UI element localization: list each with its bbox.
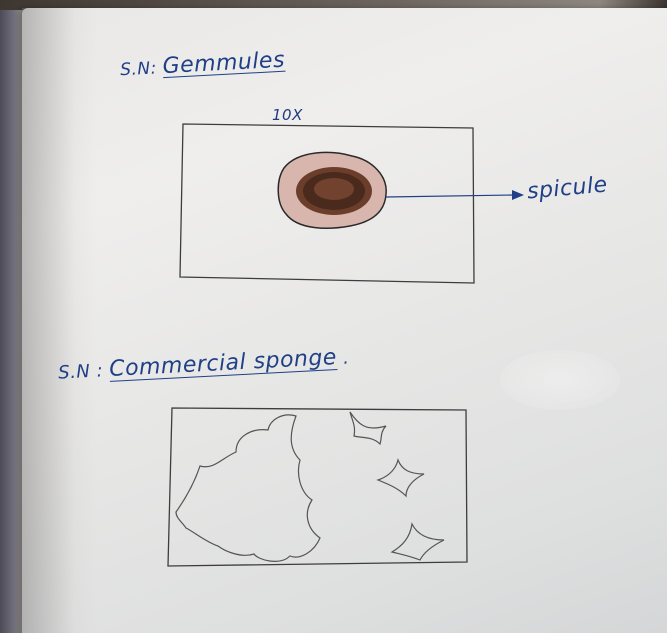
magnification-label: 10X <box>272 106 303 124</box>
specimen-2-trailing: . <box>342 347 350 369</box>
specimen-2-prefix: S.N : <box>57 360 104 384</box>
sponge-small-pore-2 <box>376 458 425 498</box>
notebook-spine <box>0 10 20 633</box>
gemmule-frame <box>179 123 475 284</box>
sponge-large-cavity <box>175 414 321 562</box>
arrow-pointer-icon <box>385 190 524 200</box>
page-curve-shadow <box>22 8 97 633</box>
sponge-small-pore-1 <box>349 411 387 446</box>
sponge-small-pore-3 <box>390 522 445 561</box>
gemmule-core-highlight <box>314 178 354 200</box>
specimen-1-prefix: S.N: <box>119 58 158 81</box>
sponge-drawing-icon <box>175 411 445 562</box>
gemmule-drawing-icon <box>277 151 387 229</box>
sponge-frame <box>167 407 468 567</box>
light-reflection <box>500 350 620 410</box>
notebook-page <box>22 8 667 633</box>
